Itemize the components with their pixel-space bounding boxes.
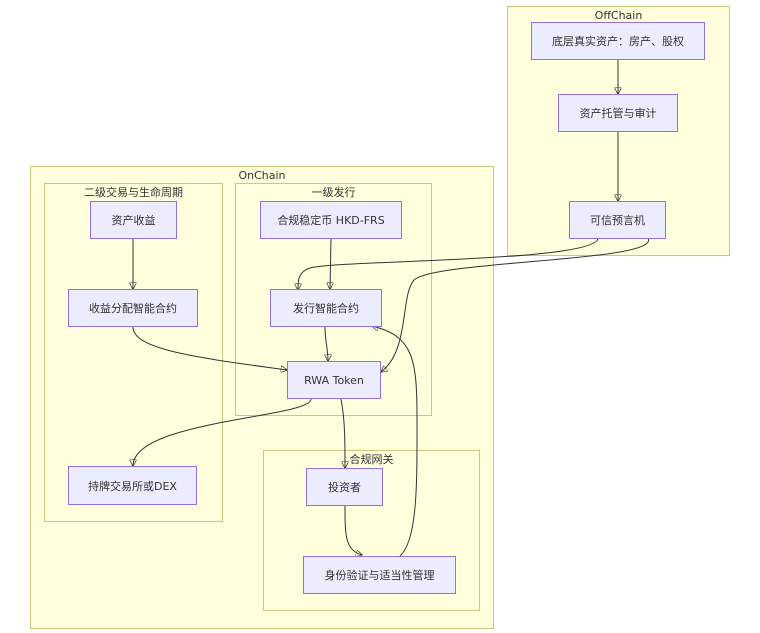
edge-rwa-to-exchange — [133, 398, 312, 466]
edge-oracle-to-issuance — [298, 237, 599, 290]
node-rwa-token: RWA Token — [287, 361, 381, 399]
cluster-gateway-title: 合规网关 — [349, 453, 394, 466]
node-kyc-suitability: 身份验证与适当性管理 — [303, 556, 456, 594]
node-stablecoin: 合规稳定币 HKD-FRS — [260, 201, 402, 239]
edge-issuance-to-rwa — [325, 326, 328, 361]
node-exchange-dex: 持牌交易所或DEX — [68, 466, 197, 505]
cluster-onchain-title: OnChain — [238, 169, 286, 182]
edge-distribution-to-rwa — [132, 326, 287, 370]
cluster-primary-title: 一级发行 — [311, 186, 356, 199]
node-income-distribution-contract: 收益分配智能合约 — [68, 289, 198, 327]
node-underlying-asset: 底层真实资产：房产、股权 — [531, 22, 705, 60]
node-custody-audit: 资产托管与审计 — [558, 94, 678, 132]
edge-oracle-to-rwa — [381, 237, 649, 372]
node-issuance-contract: 发行智能合约 — [270, 289, 382, 327]
node-investor: 投资者 — [306, 468, 383, 506]
edge-stablecoin-to-issuance — [330, 237, 331, 289]
cluster-offchain-title: OffChain — [594, 9, 643, 22]
edge-rwa-to-investor — [340, 398, 345, 468]
node-asset-income: 资产收益 — [90, 201, 177, 239]
cluster-secondary-title: 二级交易与生命周期 — [84, 186, 183, 199]
edge-investor-to-kyc — [344, 505, 362, 555]
edge-kyc-to-issuance — [372, 326, 418, 557]
node-oracle: 可信预言机 — [569, 201, 666, 239]
